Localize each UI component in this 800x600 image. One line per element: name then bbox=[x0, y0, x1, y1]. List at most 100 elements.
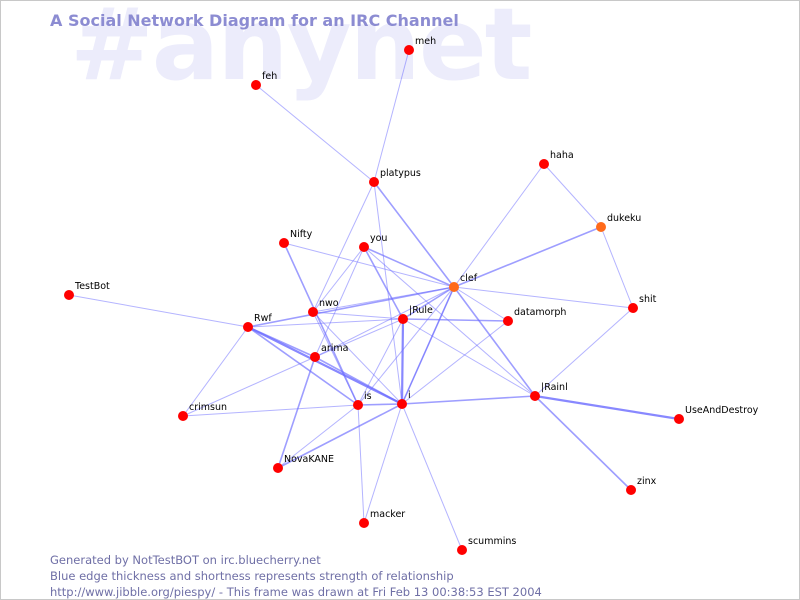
node-dot-arima bbox=[310, 352, 320, 362]
edge-datamorph-i bbox=[401, 320, 509, 405]
edge-platypus-nwo bbox=[312, 181, 375, 313]
edge-arima-i bbox=[314, 356, 403, 405]
node-label-arima: arima bbox=[321, 343, 348, 354]
node-label-rwf: Rwf bbox=[254, 313, 272, 324]
edge-clef-arima bbox=[314, 286, 455, 358]
diagram-title: A Social Network Diagram for an IRC Chan… bbox=[50, 11, 459, 30]
node-dot-shit bbox=[628, 303, 638, 313]
node-label-dukeku: dukeku bbox=[607, 213, 641, 224]
node-label-shit: shit bbox=[639, 294, 657, 305]
edge-you-irule bbox=[363, 246, 404, 320]
node-label-clef: clef bbox=[460, 273, 478, 284]
edge-shit-irainl bbox=[534, 307, 634, 397]
node-dot-datamorph bbox=[503, 316, 513, 326]
node-crimsun: crimsun bbox=[178, 402, 227, 421]
edge-irainl-useanddestroy bbox=[533, 394, 681, 421]
node-is: is bbox=[353, 391, 372, 410]
edge-irainl-zinx bbox=[534, 395, 632, 491]
edge-irainl-irule bbox=[402, 318, 536, 397]
node-dot-feh bbox=[251, 80, 261, 90]
node-dot-dukeku bbox=[596, 222, 606, 232]
node-you: you bbox=[359, 233, 387, 252]
edge-is-i bbox=[357, 403, 403, 406]
edge-you-nwo bbox=[312, 246, 365, 313]
edge-clef-is bbox=[357, 286, 455, 406]
edge-arima-crimsun bbox=[182, 356, 316, 417]
node-dot-irule bbox=[398, 314, 408, 324]
edge-irule-datamorph bbox=[402, 318, 509, 322]
node-dot-platypus bbox=[369, 177, 379, 187]
edge-arima-novakane bbox=[277, 356, 316, 469]
node-novakane: NovaKANE bbox=[273, 454, 334, 473]
edge-clef-irule bbox=[402, 286, 455, 320]
node-dot-testbot bbox=[64, 290, 74, 300]
edge-is-macker bbox=[357, 404, 365, 524]
edge-i-novakane bbox=[277, 403, 403, 469]
edge-clef-rwf bbox=[247, 286, 455, 328]
edge-is-crimsun bbox=[182, 404, 359, 417]
node-datamorph: datamorph bbox=[503, 307, 566, 326]
edge-dukeku-shit bbox=[600, 226, 634, 309]
edges-layer bbox=[68, 49, 681, 551]
node-label-datamorph: datamorph bbox=[514, 307, 566, 318]
edge-i-scummins bbox=[401, 403, 463, 551]
node-scummins: scummins bbox=[457, 536, 516, 555]
node-shit: shit bbox=[628, 294, 657, 313]
edge-feh-platypus bbox=[255, 84, 375, 183]
node-i: i bbox=[397, 390, 411, 409]
node-label-feh: feh bbox=[262, 71, 277, 82]
edge-shit-clef bbox=[453, 286, 634, 309]
node-meh: meh bbox=[404, 36, 436, 55]
edge-clef-irainl bbox=[453, 286, 536, 397]
node-testbot: TestBot bbox=[64, 281, 110, 300]
node-dot-crimsun bbox=[178, 411, 188, 421]
edge-nwo-is bbox=[312, 311, 359, 406]
node-dukeku: dukeku bbox=[596, 213, 641, 232]
node-label-platypus: platypus bbox=[380, 168, 421, 179]
node-arima: arima bbox=[310, 343, 348, 362]
edge-haha-clef bbox=[453, 163, 545, 288]
node-clef: clef bbox=[449, 273, 478, 292]
edge-nifty-clef bbox=[283, 242, 455, 288]
node-zinx: zinx bbox=[626, 476, 657, 495]
node-dot-meh bbox=[404, 45, 414, 55]
footer-url-timestamp: http://www.jibble.org/piespy/ - This fra… bbox=[50, 585, 542, 599]
node-nwo: nwo bbox=[308, 298, 339, 317]
edge-rwf-irule bbox=[247, 318, 404, 328]
node-irainl: |Rainl bbox=[530, 382, 568, 401]
edge-i-macker bbox=[363, 403, 403, 524]
edge-rwf-is bbox=[247, 326, 359, 406]
edge-rwf-arima bbox=[247, 326, 316, 358]
edge-i-irainl bbox=[401, 395, 536, 405]
node-label-nwo: nwo bbox=[319, 298, 339, 309]
edge-datamorph-clef bbox=[453, 286, 509, 322]
node-nifty: Nifty bbox=[279, 229, 313, 248]
node-feh: feh bbox=[251, 71, 277, 90]
node-dot-novakane bbox=[273, 463, 283, 473]
node-haha: haha bbox=[539, 150, 574, 169]
node-label-is: is bbox=[364, 391, 372, 402]
edge-meh-platypus bbox=[373, 49, 410, 183]
node-dot-useanddestroy bbox=[674, 414, 684, 424]
node-label-irainl: |Rainl bbox=[541, 382, 568, 393]
node-label-zinx: zinx bbox=[637, 476, 657, 487]
edge-you-clef bbox=[363, 246, 455, 288]
node-label-macker: macker bbox=[370, 509, 405, 520]
edge-i-clef bbox=[401, 286, 455, 405]
node-dot-irainl bbox=[530, 391, 540, 401]
edge-irule-is bbox=[357, 318, 404, 406]
node-label-testbot: TestBot bbox=[74, 281, 110, 292]
edge-rwf-crimsun bbox=[182, 326, 249, 417]
node-dot-i bbox=[397, 399, 407, 409]
node-dot-haha bbox=[539, 159, 549, 169]
node-useanddestroy: UseAndDestroy bbox=[674, 405, 759, 424]
node-dot-nwo bbox=[308, 307, 318, 317]
node-label-irule: |Rule bbox=[409, 305, 433, 316]
node-label-haha: haha bbox=[550, 150, 574, 161]
edge-nwo-i bbox=[312, 311, 403, 405]
edge-nifty-is bbox=[283, 242, 359, 406]
edge-haha-dukeku bbox=[543, 163, 602, 228]
edge-novakane-is bbox=[277, 404, 359, 469]
node-dot-clef bbox=[449, 282, 459, 292]
